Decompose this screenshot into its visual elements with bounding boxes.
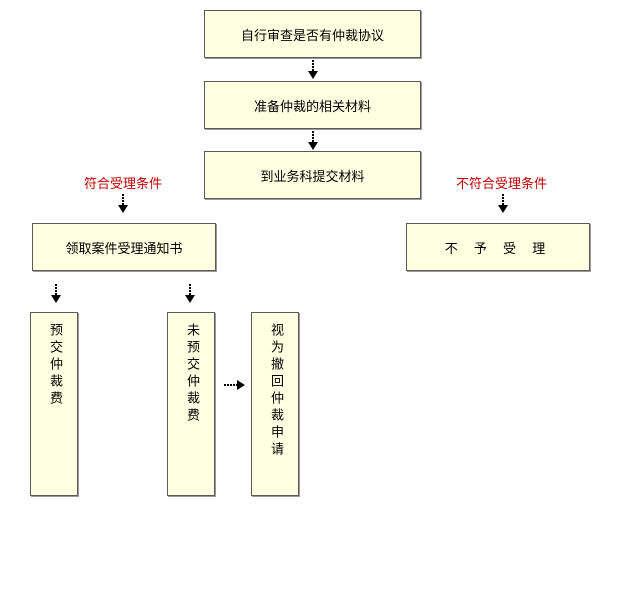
down-arrow-rejected	[498, 194, 508, 213]
down-arrow-accepted	[118, 194, 128, 213]
step-label: 未预交仲裁费	[184, 323, 199, 425]
step-label: 不 予 受 理	[444, 241, 552, 257]
down-arrow-not-prepaid	[185, 284, 195, 303]
step-label: 视为撤回仲裁申请	[268, 323, 283, 459]
step-fee-not-prepaid: 未预交仲裁费	[167, 312, 215, 496]
step-submit-materials: 到业务科提交材料	[204, 151, 421, 199]
down-arrow-prepaid	[51, 284, 61, 303]
step-label: 自行审查是否有仲裁协议	[240, 28, 384, 44]
step-label: 准备仲裁的相关材料	[253, 99, 371, 115]
step-prepaid-fee: 预交仲裁费	[30, 312, 78, 496]
step-not-accepted: 不 予 受 理	[406, 223, 590, 271]
down-arrow-2	[308, 131, 318, 150]
step-deemed-withdrawn: 视为撤回仲裁申请	[251, 312, 299, 496]
step-receive-acceptance-notice: 领取案件受理通知书	[32, 223, 216, 271]
condition-accepted-label: 符合受理条件	[84, 177, 163, 192]
step-prepare-materials: 准备仲裁的相关材料	[204, 81, 421, 129]
step-label: 领取案件受理通知书	[65, 241, 183, 257]
condition-rejected-label: 不符合受理条件	[456, 177, 548, 192]
step-check-arbitration-agreement: 自行审查是否有仲裁协议	[204, 10, 421, 58]
right-arrow-withdrawn	[224, 380, 245, 390]
step-label: 预交仲裁费	[47, 323, 62, 408]
down-arrow-1	[308, 60, 318, 79]
step-label: 到业务科提交材料	[260, 169, 365, 185]
